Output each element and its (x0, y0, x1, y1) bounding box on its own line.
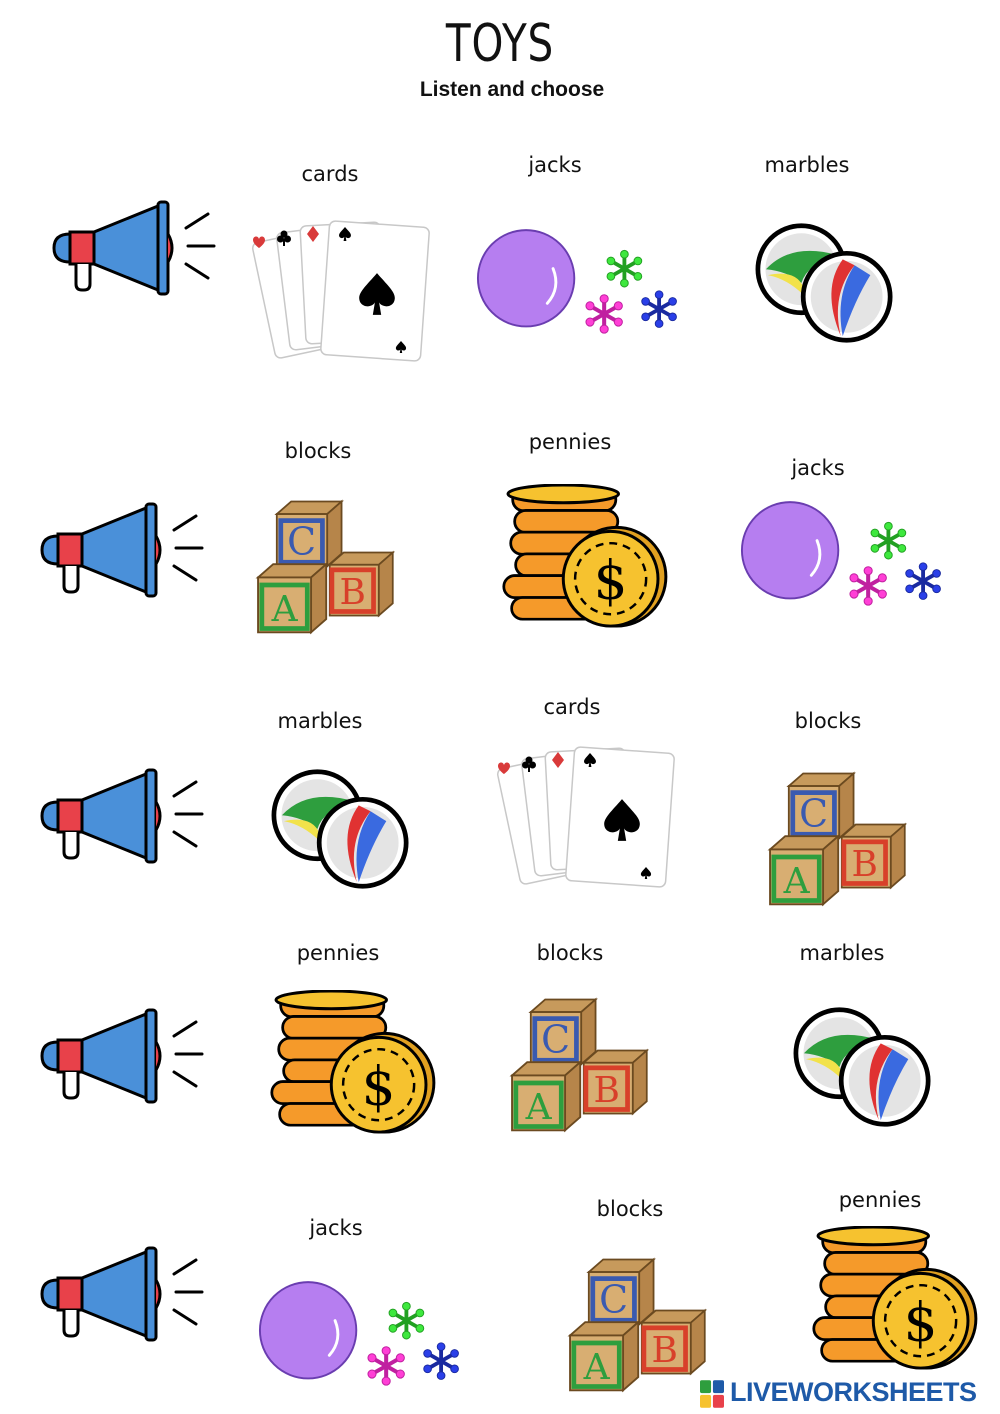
marbles-icon[interactable] (752, 220, 900, 348)
option-label: blocks (794, 709, 862, 733)
megaphone-icon[interactable] (38, 500, 208, 600)
megaphone-icon[interactable] (38, 1006, 208, 1106)
page-title: TOYS (445, 14, 555, 74)
liveworksheets-watermark: LIVEWORKSHEETS (700, 1376, 995, 1410)
option-label: marbles (764, 153, 850, 177)
jacks-icon[interactable] (476, 228, 688, 344)
pennies-icon[interactable] (494, 484, 672, 632)
blocks-icon[interactable] (766, 768, 918, 910)
brand-name: LIVEWORKSHEETS (730, 1377, 977, 1407)
cards-icon[interactable] (490, 738, 680, 896)
pennies-icon[interactable] (262, 990, 440, 1138)
option-label: jacks (309, 1216, 363, 1240)
option-label: marbles (277, 709, 363, 733)
liveworksheets-logo-icon (700, 1380, 724, 1408)
megaphone-icon[interactable] (38, 1244, 208, 1344)
cards-icon[interactable] (245, 212, 435, 370)
option-label: marbles (799, 941, 885, 965)
option-label: cards (543, 695, 601, 719)
option-label: pennies (296, 941, 380, 965)
option-label: pennies (528, 430, 612, 454)
option-label: pennies (838, 1188, 922, 1212)
marbles-icon[interactable] (268, 766, 416, 894)
option-label: jacks (528, 153, 582, 177)
blocks-icon[interactable] (566, 1254, 718, 1396)
option-label: blocks (596, 1197, 664, 1221)
jacks-icon[interactable] (740, 500, 952, 616)
option-label: jacks (791, 456, 845, 480)
pennies-icon[interactable] (804, 1226, 982, 1374)
blocks-icon[interactable] (508, 994, 660, 1136)
jacks-icon[interactable] (258, 1280, 470, 1396)
option-label: blocks (536, 941, 604, 965)
blocks-icon[interactable] (254, 496, 406, 638)
megaphone-icon[interactable] (38, 766, 208, 866)
option-label: cards (301, 162, 359, 186)
option-label: blocks (284, 439, 352, 463)
marbles-icon[interactable] (790, 1004, 938, 1132)
page-subtitle: Listen and choose (419, 78, 605, 101)
megaphone-icon[interactable] (50, 198, 220, 298)
